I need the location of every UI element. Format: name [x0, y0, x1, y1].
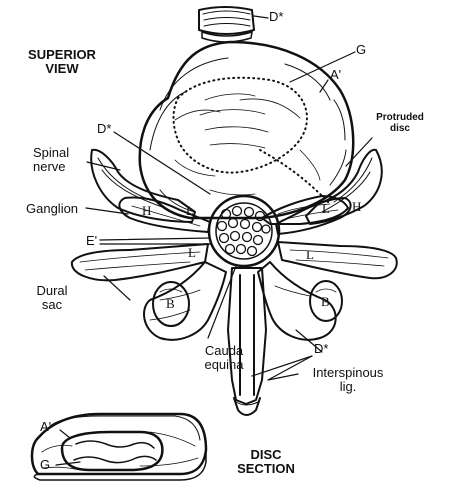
label-l-right-lower: L	[306, 248, 314, 262]
left-ganglion	[119, 198, 210, 233]
label-d-star-left: D*	[97, 122, 111, 136]
label-b-right: B	[321, 295, 330, 309]
label-l-right-upper: L	[322, 202, 330, 216]
disc-section-nucleus	[62, 432, 162, 470]
label-h-left: H	[142, 204, 151, 218]
label-d-star-top: D*	[269, 10, 283, 24]
disc-section-title-line1: DISC	[228, 448, 304, 462]
disc-section-title-line2: SECTION	[228, 462, 304, 476]
protruded-disc-label-line2: disc	[362, 123, 438, 134]
leader-lines	[56, 16, 372, 465]
dural-sac-label-line2: sac	[30, 298, 74, 312]
label-a-prime-bottom: A'	[40, 420, 51, 434]
interspinous-lig-label-line2: lig.	[298, 380, 398, 394]
label-l-left-lower: L	[188, 246, 196, 260]
label-g-bottom: G	[40, 458, 50, 472]
dural-sac-label-line1: Dural	[30, 284, 74, 298]
disc-section-title: DISC SECTION	[228, 448, 304, 476]
cauda-equina-label-line1: Cauda	[196, 344, 252, 358]
dural-sac-label: Dural sac	[30, 284, 74, 312]
vertebral-body	[140, 42, 353, 218]
label-d-star-bottom: D*	[314, 342, 328, 356]
cauda-equina-label: Cauda equina	[196, 344, 252, 372]
label-a-prime-top: A'	[330, 68, 341, 82]
interspinous-lig-label: Interspinous lig.	[298, 366, 398, 394]
protruded-disc-label: Protruded disc	[362, 112, 438, 134]
label-h-right: H	[352, 200, 361, 214]
superior-view-title: SUPERIOR VIEW	[16, 48, 108, 76]
superior-view-title-line1: SUPERIOR	[16, 48, 108, 62]
interspinous-lig-label-line1: Interspinous	[298, 366, 398, 380]
cauda-equina	[218, 207, 271, 256]
disc-section	[32, 414, 206, 480]
spinal-nerve-label-line2: nerve	[33, 160, 69, 174]
label-g-top: G	[356, 43, 366, 57]
superior-view-title-line2: VIEW	[16, 62, 108, 76]
ganglion-label: Ganglion	[26, 202, 78, 216]
label-b-left: B	[166, 297, 175, 311]
spinal-nerve-label: Spinal nerve	[33, 146, 69, 174]
spinous-process	[228, 268, 266, 415]
label-e-prime: E'	[86, 234, 97, 248]
spinal-nerve-label-line1: Spinal	[33, 146, 69, 160]
top-disc-fragment	[199, 7, 254, 42]
label-l-left-upper: L	[186, 204, 194, 218]
dural-sac	[209, 196, 279, 266]
cauda-equina-label-line2: equina	[196, 358, 252, 372]
nucleus-outline	[174, 78, 307, 173]
protruded-disc-label-line1: Protruded	[362, 112, 438, 123]
